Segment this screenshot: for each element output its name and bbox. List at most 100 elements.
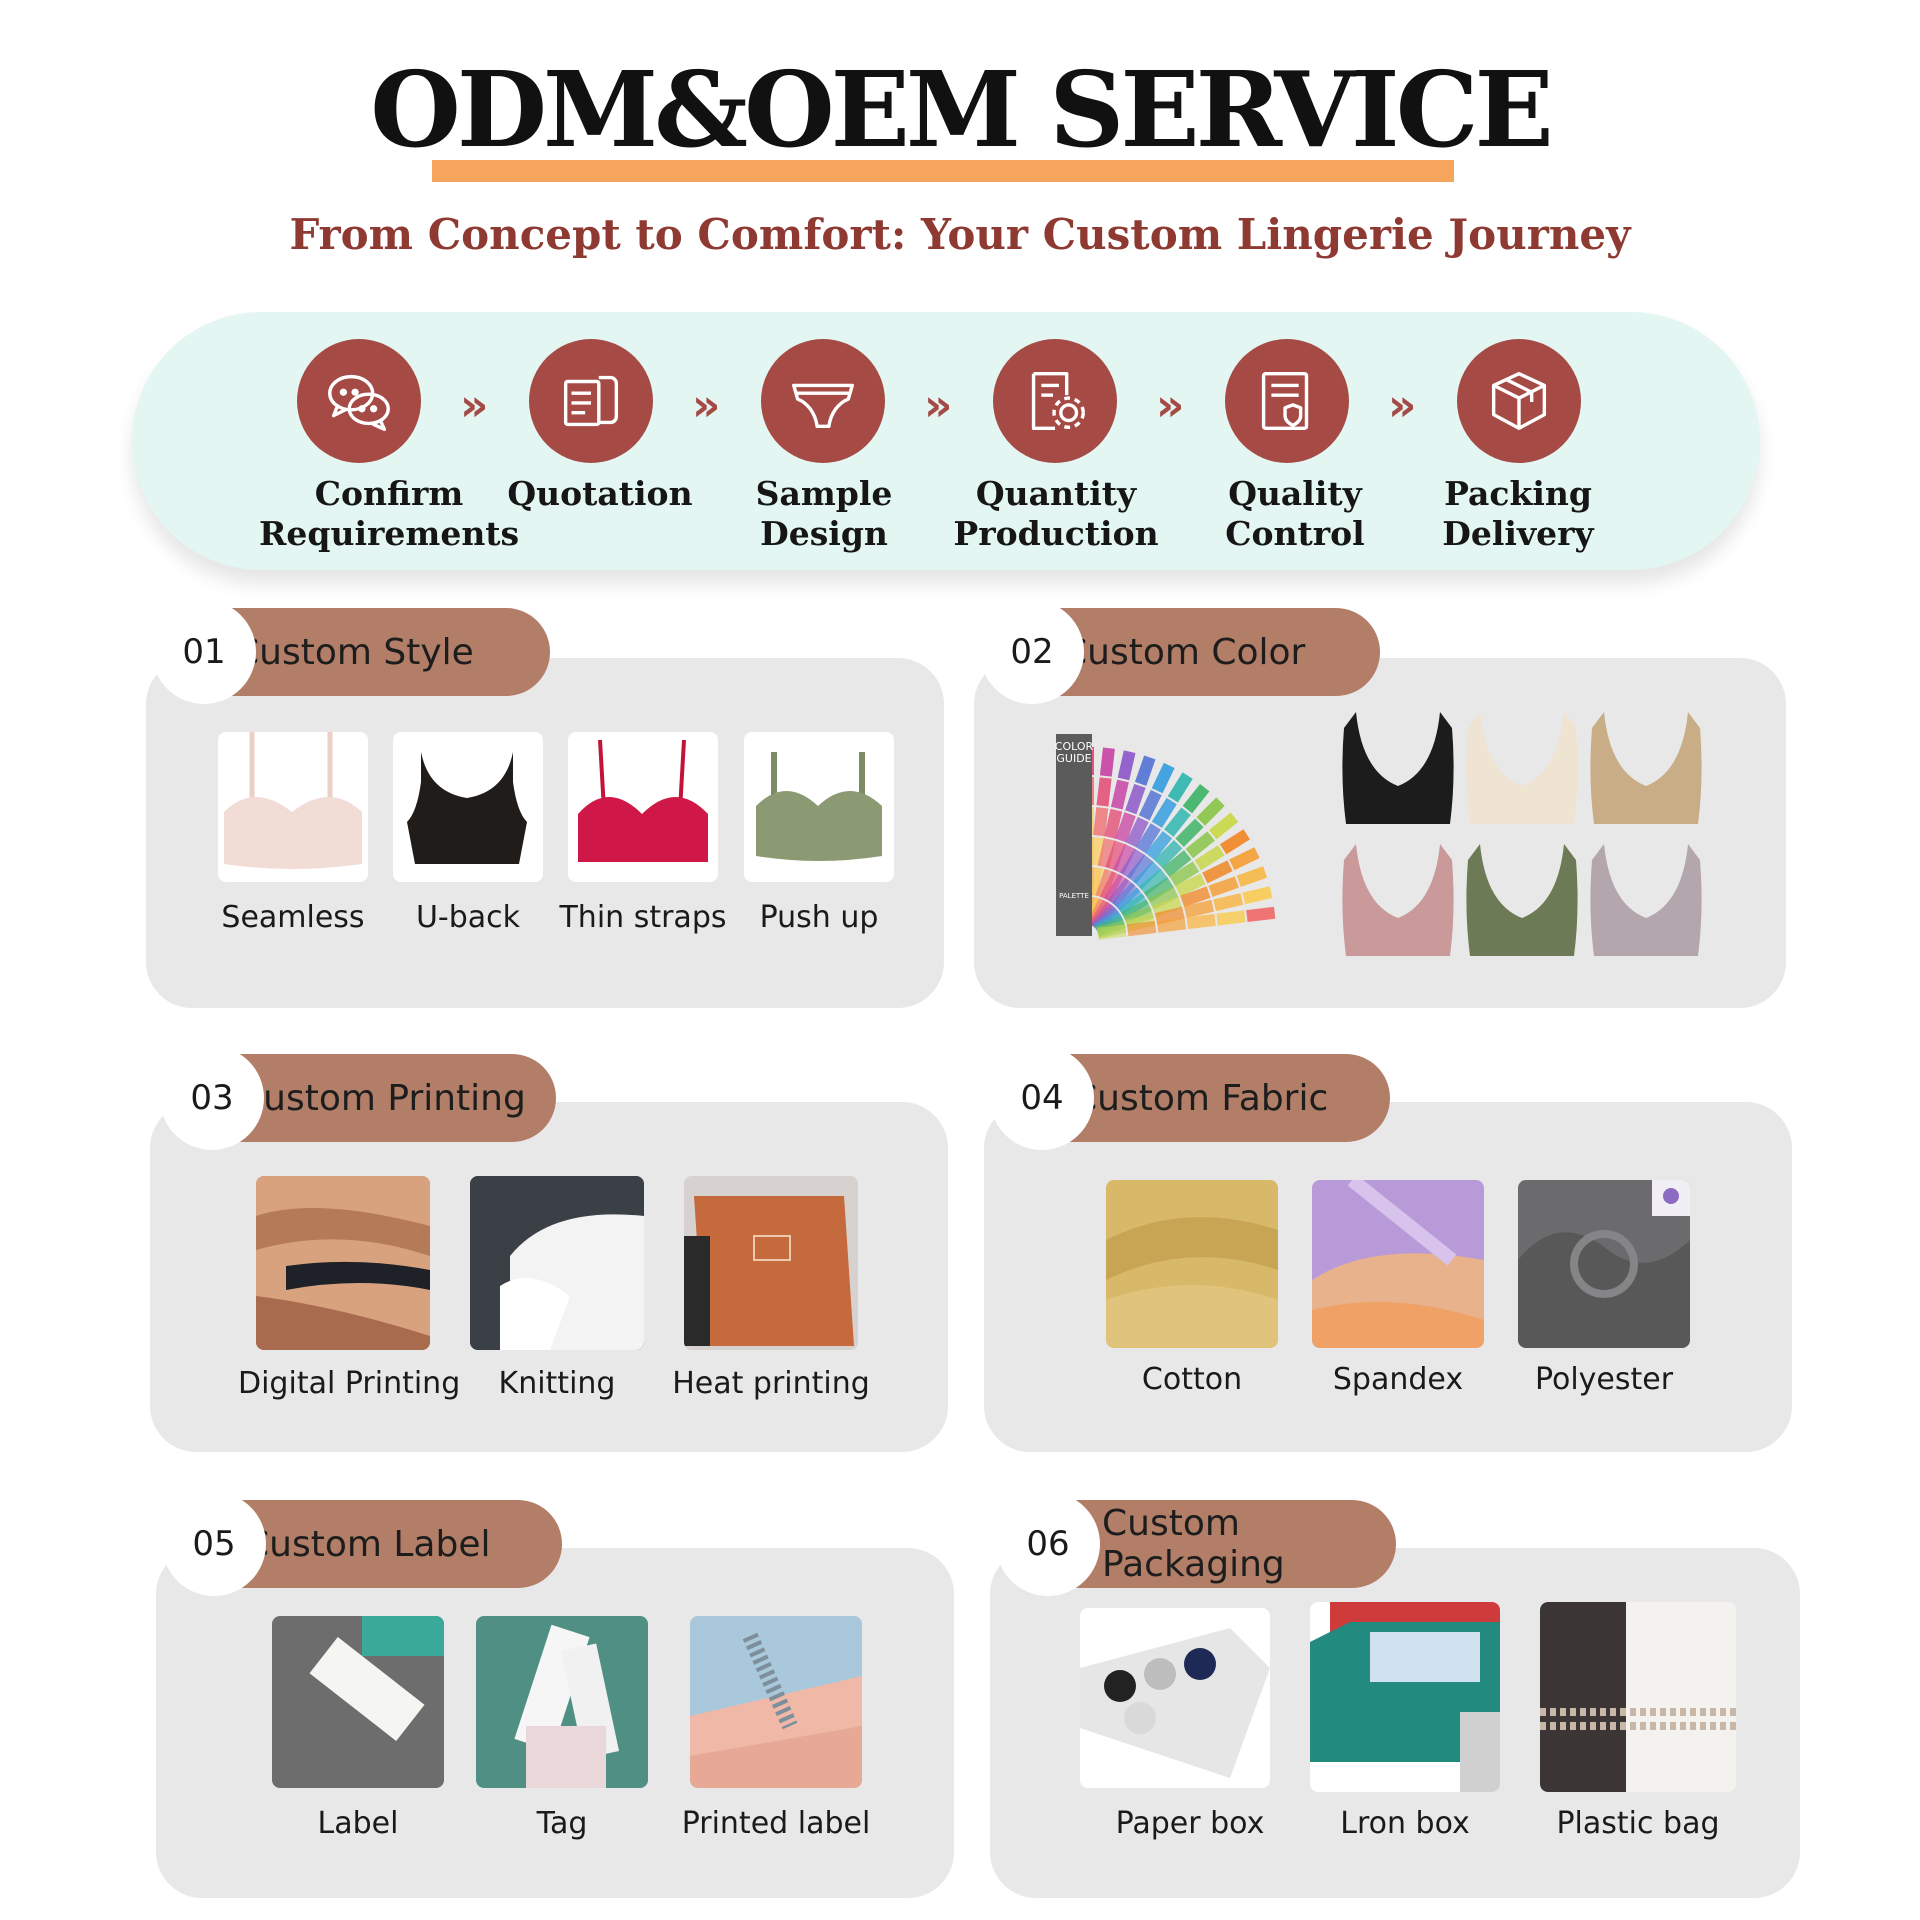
color-swatch-strip	[1182, 783, 1210, 814]
color-swatch-strip	[1148, 886, 1179, 910]
color-swatch-strip	[1151, 762, 1175, 794]
bra-swatch-tan	[1586, 712, 1706, 828]
color-swatch-strip	[1162, 850, 1192, 878]
bra-swatch-cream	[1462, 712, 1582, 828]
color-swatch-strip	[1120, 848, 1146, 879]
color-swatch-strip	[1196, 797, 1225, 826]
color-swatch-strip	[1183, 899, 1214, 919]
color-swatch-strip	[1208, 812, 1239, 840]
color-swatch-strip	[1229, 847, 1260, 871]
item-caption: Push up	[759, 900, 879, 935]
color-swatch-strip	[1246, 906, 1276, 923]
section-number: 02	[980, 600, 1084, 704]
color-swatch-strip	[1097, 924, 1127, 940]
palette-word: PALETTE	[1059, 892, 1089, 900]
color-swatch-strip	[1216, 910, 1246, 926]
color-guide-word-1: COLOR	[1055, 740, 1094, 753]
color-swatch-strip	[1115, 812, 1136, 843]
color-swatch-strip	[1117, 750, 1136, 781]
step-label: Packing Delivery	[1442, 474, 1594, 553]
section-tab-custom-color: Custom Color	[1028, 608, 1380, 696]
color-swatch-strip	[1135, 823, 1161, 854]
color-swatch-strip	[1186, 913, 1216, 930]
color-swatch-strip	[1156, 917, 1187, 933]
color-swatch-strip	[1126, 854, 1154, 884]
iron-box-image	[1310, 1602, 1500, 1792]
polyester-fabric-image	[1518, 1180, 1690, 1348]
color-swatch-strip	[1242, 886, 1273, 905]
section-tab-custom-style: Custom Style	[200, 608, 550, 696]
color-swatch-strip	[1164, 807, 1191, 837]
item-caption: Lron box	[1340, 1806, 1470, 1841]
item-caption: Cotton	[1141, 1362, 1243, 1397]
item-caption: Paper box	[1115, 1806, 1265, 1841]
shield-document-icon	[1225, 339, 1349, 463]
color-swatch-strip	[1104, 808, 1123, 839]
chevron-right-icon: »	[1156, 380, 1185, 431]
plastic-bag-image	[1540, 1602, 1736, 1792]
item-caption: Label	[317, 1806, 399, 1841]
section-number: 05	[162, 1492, 266, 1596]
color-swatch-strip	[1169, 861, 1200, 887]
printed-label-image	[690, 1616, 862, 1788]
bra-swatch-mauve	[1586, 844, 1706, 960]
section-tab-custom-fabric: Custom Fabric	[1038, 1054, 1390, 1142]
step-label: Quality Control	[1225, 474, 1365, 553]
color-swatch-strip	[1145, 830, 1173, 861]
color-swatch-strip	[1185, 831, 1215, 859]
chevron-right-icon: »	[692, 380, 721, 431]
chevron-right-icon: »	[1388, 380, 1417, 431]
color-swatch-strip	[1180, 886, 1211, 908]
section-number: 01	[152, 600, 256, 704]
item-caption: Seamless	[221, 900, 365, 935]
section-number: 04	[990, 1046, 1094, 1150]
color-swatch-strip	[1112, 844, 1136, 875]
section-number: 03	[160, 1046, 264, 1150]
chat-bubbles-icon	[297, 339, 421, 463]
color-swatch-strip	[1151, 896, 1183, 918]
step-label: Sample Design	[755, 474, 893, 553]
title-underline	[432, 160, 1454, 182]
item-caption: Knitting	[498, 1366, 616, 1401]
item-caption: Plastic bag	[1556, 1806, 1720, 1841]
color-swatch-strip	[1138, 789, 1162, 821]
chevron-right-icon: »	[924, 380, 953, 431]
document-scroll-icon	[529, 339, 653, 463]
u-back-bra-image	[393, 732, 543, 882]
color-swatch-strip	[1110, 779, 1129, 810]
item-caption: Printed label	[681, 1806, 871, 1841]
knitting-image	[470, 1176, 644, 1350]
seamless-bra-image	[218, 732, 368, 882]
section-number: 06	[996, 1492, 1100, 1596]
color-guide-word-2: GUIDE	[1056, 752, 1091, 765]
color-swatch-strip	[1202, 860, 1233, 884]
step-label: Quantity Production	[953, 474, 1159, 553]
color-swatch-strip	[1105, 840, 1126, 871]
color-swatch-strip	[1099, 747, 1115, 777]
tag-image	[476, 1616, 648, 1788]
item-caption: U-back	[415, 900, 521, 935]
bra-swatch-pink	[1338, 844, 1458, 960]
item-caption: Digital Printing	[238, 1366, 461, 1401]
color-swatch-strip	[1175, 873, 1206, 897]
label-image	[272, 1616, 444, 1788]
item-caption: Tag	[536, 1806, 588, 1841]
color-guide-fan-image: COLOR GUIDE PALETTE	[1052, 730, 1292, 940]
page-subtitle: From Concept to Comfort: Your Custom Lin…	[289, 210, 1631, 259]
color-swatch-strip	[1219, 829, 1250, 855]
push-up-bra-image	[744, 732, 894, 882]
bra-swatch-green	[1462, 844, 1582, 960]
color-swatch-strip	[1125, 816, 1149, 848]
color-swatch-strip	[1194, 845, 1225, 871]
step-label: Quotation	[507, 474, 693, 513]
underwear-icon	[761, 339, 885, 463]
item-caption: Spandex	[1332, 1362, 1464, 1397]
color-swatch-strip	[1134, 755, 1156, 786]
color-swatch-strip	[1213, 893, 1244, 912]
color-swatch-strip	[1097, 838, 1116, 869]
digital-printing-image	[256, 1176, 430, 1350]
cotton-fabric-image	[1106, 1180, 1278, 1348]
color-swatch-strip	[1143, 877, 1174, 903]
page-title: ODM&OEM SERVICE	[370, 48, 1553, 171]
gear-document-icon	[993, 339, 1117, 463]
